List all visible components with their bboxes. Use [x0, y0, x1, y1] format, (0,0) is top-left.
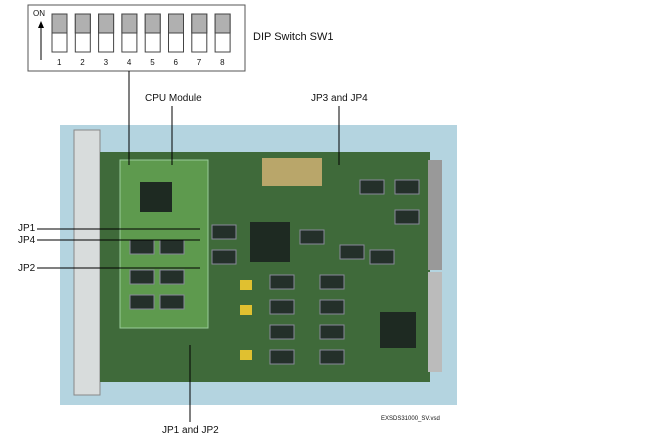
- dip-switch-7: [191, 13, 208, 53]
- chip: [211, 249, 237, 265]
- chip: [211, 224, 237, 240]
- chip: [319, 274, 345, 290]
- chip: [319, 349, 345, 365]
- chip: [269, 324, 295, 340]
- chip: [369, 249, 395, 265]
- arrow-up-icon: [38, 21, 44, 28]
- capacitor: [240, 305, 252, 315]
- switch-number: 4: [126, 58, 132, 67]
- switch-number: 1: [57, 58, 62, 67]
- switch-number: 8: [220, 58, 225, 67]
- chip: [129, 294, 155, 310]
- jp1-label: JP1: [18, 223, 36, 234]
- switch-number: 2: [80, 58, 85, 67]
- chip: [269, 274, 295, 290]
- dip-switch-2: [74, 13, 91, 53]
- chip: [159, 294, 185, 310]
- daughter-board: [262, 158, 322, 186]
- cpu-module-label: CPU Module: [145, 93, 202, 104]
- jp4-label: JP4: [18, 235, 36, 246]
- chip: [250, 222, 290, 262]
- dip-switch-5: [144, 13, 161, 53]
- chip: [359, 179, 385, 195]
- chip: [380, 312, 416, 348]
- dip-switch-4: [121, 13, 138, 53]
- chip: [339, 244, 365, 260]
- chip: [269, 349, 295, 365]
- switch-number: 6: [173, 58, 178, 67]
- capacitor: [240, 280, 252, 290]
- chip: [319, 299, 345, 315]
- chip: [299, 229, 325, 245]
- dip-switch-6: [168, 13, 184, 53]
- file-name: EXSDS31000_SV.vsd: [381, 416, 440, 422]
- dip-switch-title: DIP Switch SW1: [253, 31, 334, 43]
- switch-number: 3: [103, 58, 109, 67]
- switch-number: 7: [196, 58, 202, 67]
- jp3-jp4-label: JP3 and JP4: [311, 93, 368, 104]
- switch-number: 5: [150, 58, 155, 67]
- chip: [269, 299, 295, 315]
- chip: [319, 324, 345, 340]
- dip-switch-3: [98, 13, 115, 53]
- front-panel: [73, 129, 101, 396]
- dip-switch-1: [51, 13, 68, 53]
- on-label: ON: [33, 9, 45, 18]
- chip: [129, 269, 155, 285]
- chip: [394, 179, 420, 195]
- chip: [159, 239, 185, 255]
- capacitor: [240, 350, 252, 360]
- chip: [129, 239, 155, 255]
- chip: [394, 209, 420, 225]
- dip-switch-8: [214, 13, 231, 53]
- jp1-jp2-label: JP1 and JP2: [162, 425, 219, 436]
- chip: [159, 269, 185, 285]
- jp2-label: JP2: [18, 263, 36, 274]
